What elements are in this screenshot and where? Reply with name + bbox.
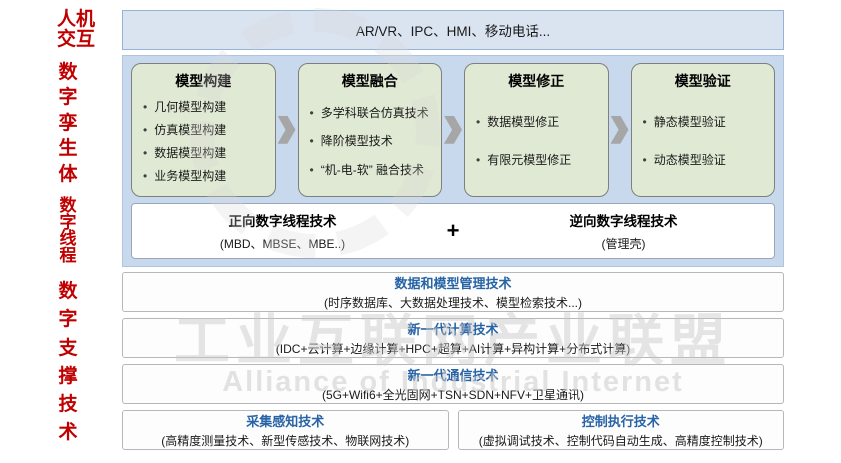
model-box-title: 模型融合 [341, 73, 398, 89]
right-arrow-icon [277, 115, 296, 144]
model-box-fusion: 模型融合 多学科联合仿真技术 降阶模型技术 “机-电-软” 融合技术 [297, 63, 442, 197]
model-box-item: 几何模型构建 [143, 98, 268, 115]
tech-row-sub: (高精度测量技术、新型传感技术、物联网技术) [161, 434, 410, 448]
forward-thread-block: 正向数字线程技术 (MBD、MBSE、MBE..) [132, 210, 433, 252]
forward-thread-sub: (MBD、MBSE、MBE..) [219, 236, 346, 251]
tech-row-computing: 新一代计算技术 (IDC+云计算+边缘计算+HPC+超算+AI计算+异构计算+分… [122, 318, 784, 358]
digital-thread-box: 正向数字线程技术 (MBD、MBSE、MBE..) + 逆向数字线程技术 (管理… [131, 202, 775, 259]
side-label-digital-support-tech: 数 字 支 撑 技 术 [58, 281, 78, 444]
model-process-row: 模型构建 几何模型构建 仿真模型构建 数据模型构建 业务模型构建 模型融合 多学… [131, 63, 775, 197]
tech-row-sub: (时序数据库、大数据处理技术、模型检索技术...) [324, 296, 582, 310]
interaction-layer-bar: AR/VR、IPC、HMI、移动电话... [122, 10, 784, 50]
right-arrow-icon [610, 115, 629, 144]
model-box-item: 数据模型修正 [476, 113, 601, 130]
tech-row-sub: (5G+Wifi6+全光固网+TSN+SDN+NFV+卫星通讯) [321, 388, 585, 402]
tech-row-title: 数据和模型管理技术 [394, 276, 512, 291]
forward-thread-title: 正向数字线程技术 [228, 213, 337, 229]
digital-twin-panel: 模型构建 几何模型构建 仿真模型构建 数据模型构建 业务模型构建 模型融合 多学… [122, 55, 784, 267]
support-tech-stack: 数据和模型管理技术 (时序数据库、大数据处理技术、模型检索技术...) 新一代计… [122, 272, 784, 450]
model-box-item: 多学科联合仿真技术 [310, 104, 435, 121]
model-box-item-list: 静态模型验证 动态模型验证 [639, 92, 768, 190]
side-label-digital-thread: 数 字 线 程 [59, 196, 77, 265]
reverse-thread-sub: (管理壳) [601, 236, 646, 251]
model-box-item-list: 几何模型构建 仿真模型构建 数据模型构建 业务模型构建 [139, 92, 268, 190]
model-box-item: 业务模型构建 [143, 167, 268, 184]
tech-row-title: 控制执行技术 [581, 414, 660, 429]
model-box-item: 动态模型验证 [643, 151, 768, 168]
model-box-item: “机-电-软” 融合技术 [310, 161, 435, 178]
interaction-layer-text: AR/VR、IPC、HMI、移动电话... [355, 24, 551, 39]
model-box-item: 有限元模型修正 [476, 151, 601, 168]
reverse-thread-block: 逆向数字线程技术 (管理壳) [473, 210, 774, 252]
model-box-item-list: 多学科联合仿真技术 降阶模型技术 “机-电-软” 融合技术 [306, 92, 435, 190]
model-box-item: 降阶模型技术 [310, 132, 435, 149]
model-box-item: 仿真模型构建 [143, 121, 268, 138]
tech-row-sub: (虚拟调试技术、控制代码自动生成、高精度控制技术) [478, 434, 763, 448]
model-box-item-list: 数据模型修正 有限元模型修正 [472, 92, 601, 190]
model-box-item: 数据模型构建 [143, 144, 268, 161]
tech-row-sensing: 采集感知技术 (高精度测量技术、新型传感技术、物联网技术) [122, 410, 449, 450]
side-label-human-machine-interaction: 人机 交互 [56, 9, 95, 50]
reverse-thread-title: 逆向数字线程技术 [569, 213, 678, 229]
tech-row-title: 新一代通信技术 [407, 368, 499, 383]
right-arrow-icon [444, 115, 462, 144]
plus-sign: + [446, 217, 460, 243]
model-box-correction: 模型修正 数据模型修正 有限元模型修正 [464, 63, 609, 197]
tech-row-communication: 新一代通信技术 (5G+Wifi6+全光固网+TSN+SDN+NFV+卫星通讯) [122, 364, 784, 404]
model-box-construction: 模型构建 几何模型构建 仿真模型构建 数据模型构建 业务模型构建 [131, 63, 276, 197]
tech-row-data-model-management: 数据和模型管理技术 (时序数据库、大数据处理技术、模型检索技术...) [122, 272, 784, 312]
tech-row-sub: (IDC+云计算+边缘计算+HPC+超算+AI计算+异构计算+分布式计算) [275, 342, 631, 356]
model-box-title: 模型修正 [508, 73, 565, 89]
tech-row-control-execution: 控制执行技术 (虚拟调试技术、控制代码自动生成、高精度控制技术) [457, 410, 784, 450]
bottom-tech-split-row: 采集感知技术 (高精度测量技术、新型传感技术、物联网技术) 控制执行技术 (虚拟… [122, 410, 784, 450]
model-box-verification: 模型验证 静态模型验证 动态模型验证 [630, 63, 775, 197]
tech-row-title: 采集感知技术 [246, 414, 325, 429]
model-box-item: 静态模型验证 [643, 113, 768, 130]
tech-row-title: 新一代计算技术 [407, 322, 499, 337]
model-box-title: 模型构建 [175, 73, 232, 89]
model-box-title: 模型验证 [674, 73, 731, 89]
side-label-digital-twin: 数 字 孪 生 体 [58, 62, 78, 185]
